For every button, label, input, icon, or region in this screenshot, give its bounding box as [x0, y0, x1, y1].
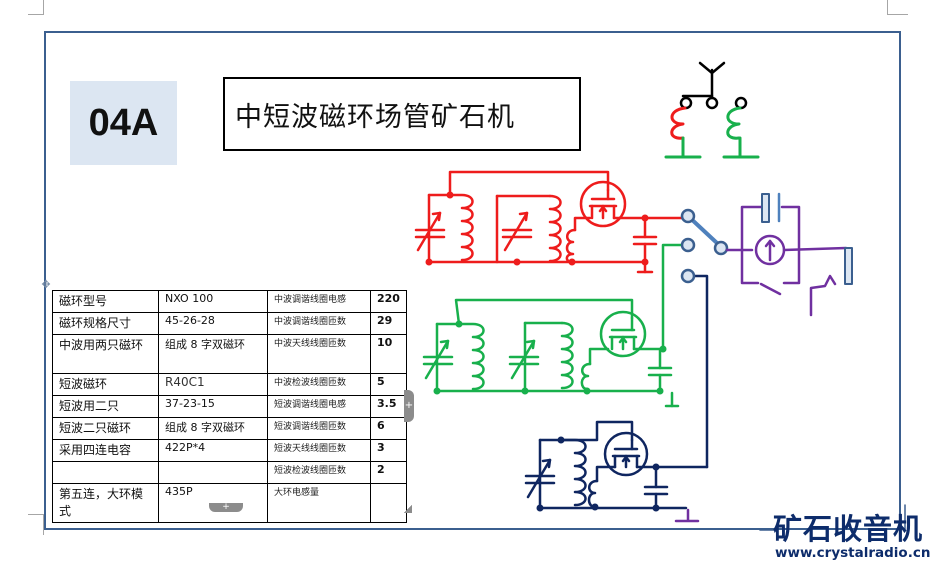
crop-mark-bottom-left	[28, 514, 44, 535]
capacitor-icon	[643, 465, 669, 510]
loop-circuit	[524, 274, 709, 512]
table-move-handle[interactable]: ✥	[41, 278, 51, 291]
mw-circuit	[414, 170, 690, 274]
antenna-coils-group	[664, 61, 760, 159]
meter-icon	[754, 234, 786, 266]
param-name[interactable]: 中波天线线圈匝数	[267, 334, 371, 374]
mosfet-icon	[579, 180, 690, 228]
capacitor-icon	[761, 192, 781, 223]
table-resize-handle[interactable]	[404, 505, 412, 513]
detector-coil-icon	[587, 479, 599, 509]
crop-mark-top-right	[887, 0, 908, 15]
switch-common-terminal[interactable]	[713, 240, 729, 256]
param-value[interactable]: 220	[370, 290, 407, 313]
page-frame	[44, 31, 901, 530]
variable-capacitor-icon	[524, 458, 556, 499]
row-value[interactable]: 组成 8 字双磁环	[158, 417, 268, 440]
ground-icon	[674, 508, 700, 523]
variable-capacitor-icon	[414, 211, 446, 252]
inductor-icon	[559, 438, 587, 507]
row-value[interactable]: 45-26-28	[158, 312, 268, 335]
detector-coil-icon	[565, 228, 577, 264]
mosfet-icon	[603, 431, 709, 477]
band-selector-switch[interactable]	[680, 208, 729, 284]
detector-coil-icon	[580, 362, 592, 391]
sw-circuit	[422, 243, 684, 408]
ground-icon	[664, 136, 760, 159]
mosfet-icon	[599, 310, 665, 358]
row-label[interactable]: 短波二只磁环	[52, 417, 159, 440]
row-label[interactable]: 第五连，大环模式	[52, 483, 159, 523]
add-column-button[interactable]: +	[404, 390, 414, 422]
logo-name: 矿石收音机	[773, 512, 924, 546]
capacitor-icon	[632, 216, 658, 274]
inductor-icon	[457, 322, 485, 391]
variable-capacitor-icon	[501, 211, 533, 252]
inductor-icon	[448, 193, 474, 262]
sw-antenna-coil-icon	[726, 106, 742, 140]
inductor-icon	[548, 194, 562, 263]
row-value[interactable]: 组成 8 字双磁环	[158, 334, 268, 374]
antenna-icon	[679, 61, 748, 110]
capacitor-icon	[647, 347, 680, 408]
variable-capacitor-icon	[508, 339, 540, 380]
document-code-badge: 04A	[70, 81, 177, 165]
switch-terminal-loop[interactable]	[680, 268, 696, 284]
param-value[interactable]	[370, 483, 407, 523]
logo-url[interactable]: www.crystalradio.cn	[775, 545, 931, 561]
switch-terminal-sw[interactable]	[680, 237, 696, 253]
variable-capacitor-icon	[422, 339, 454, 380]
row-value[interactable]: 422P*4	[158, 439, 268, 462]
crop-mark-top-left	[28, 0, 44, 15]
row-value[interactable]: 37-23-15	[158, 395, 268, 418]
mw-antenna-coil-icon	[670, 106, 687, 140]
param-value[interactable]: 10	[370, 334, 407, 374]
param-name[interactable]: 大环电感量	[267, 483, 371, 523]
inductor-icon	[560, 321, 574, 390]
document-title: 中短波磁环场管矿石机	[223, 77, 581, 151]
add-row-button[interactable]: +	[209, 503, 243, 512]
output-circuit	[725, 205, 848, 317]
row-value[interactable]: NXO 100	[158, 290, 268, 313]
switch-terminal-mw[interactable]	[680, 208, 696, 224]
earphone-jack-icon	[844, 247, 853, 285]
